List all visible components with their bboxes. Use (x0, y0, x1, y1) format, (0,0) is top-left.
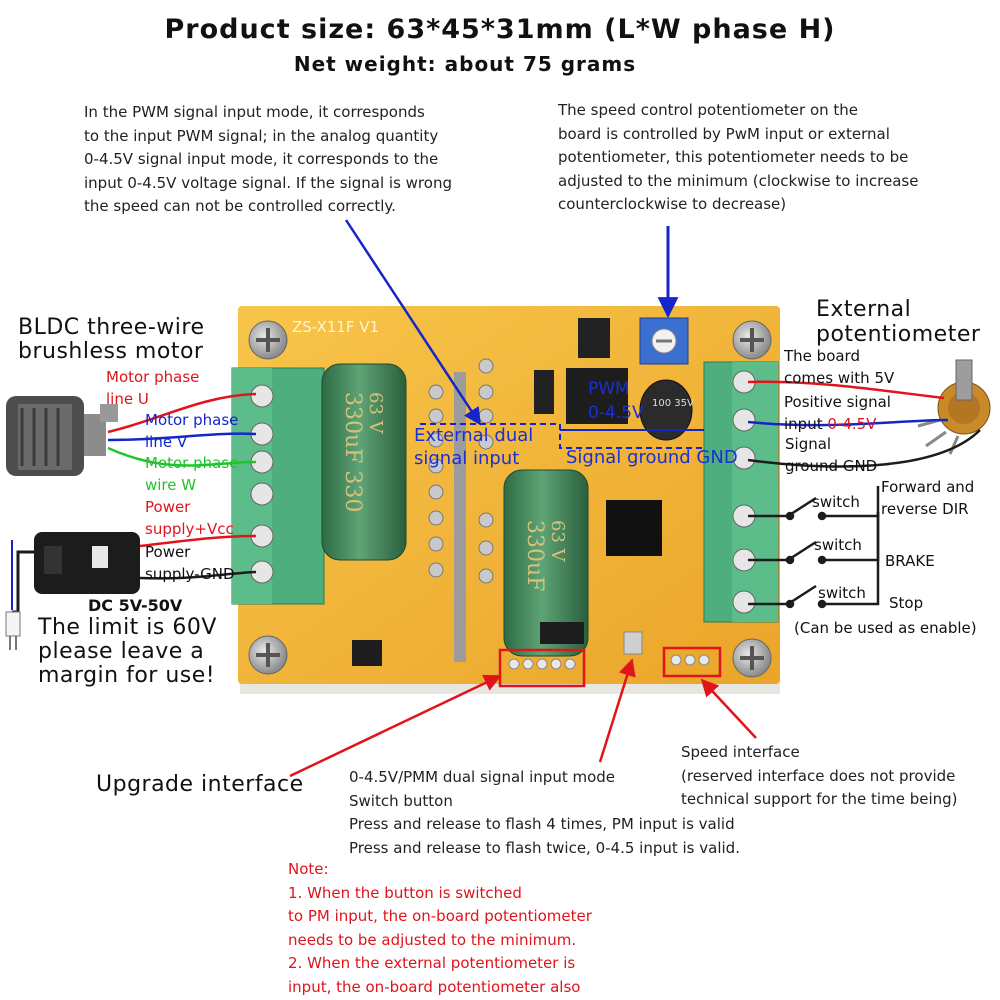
pin-header (428, 358, 494, 584)
left-terminal-block (231, 367, 325, 605)
power-vcc-label: Power supply+Vcc (145, 498, 234, 538)
bldc-motor-label: BLDC three-wire brushless motor (18, 315, 205, 364)
screw-icon (248, 320, 772, 678)
external-potentiometer-icon (917, 359, 991, 455)
bldc-motor-icon (6, 396, 118, 476)
mcu-chip (606, 500, 662, 556)
positive-signal-text: Positive signal input (784, 393, 891, 433)
upgrade-interface-box (498, 648, 586, 688)
product-size-title: Product size: 63*45*31mm (L*W phase H) (164, 14, 836, 45)
capacitor-2-voltage: 63 V (547, 520, 568, 563)
board-range-label: 0-4.5V (588, 403, 644, 423)
board-5v-label: The board comes with 5V (784, 347, 895, 387)
mode-switch-arrow (598, 658, 636, 763)
mode-switch-note: 0-4.5V/PMM dual signal input mode Switch… (349, 768, 740, 857)
capacitor-2-label: 330uF (522, 520, 547, 591)
potentiometer-note: The speed control potentiometer on the b… (558, 101, 919, 213)
switch-icon (748, 486, 880, 609)
brake-label: BRAKE (885, 552, 935, 570)
upgrade-header (508, 658, 576, 670)
pwm-note-arrow (344, 219, 482, 426)
motor-phase-u-label: Motor phase line U (106, 368, 200, 408)
speed-interface-note: Speed interface (reserved interface does… (681, 743, 958, 808)
stop-label: Stop (889, 594, 924, 612)
positive-signal-label: Positive signal input 0-4.5V (784, 391, 891, 435)
upgrade-interface-label: Upgrade interface (96, 772, 304, 797)
resistor-array (540, 622, 584, 644)
dc-range-label: DC 5V-50V (88, 596, 183, 615)
capacitor-1: 330uF 330 63 V (321, 363, 407, 561)
switch-1-label: switch (812, 493, 860, 511)
forward-reverse-label: Forward and reverse DIR (881, 478, 975, 518)
inductor-small (352, 640, 382, 666)
right-terminal-block (703, 361, 779, 623)
capacitor-1-label: 330uF 330 (340, 392, 365, 512)
positive-signal-range: 0-4.5V (827, 415, 877, 433)
net-weight-subtitle: Net weight: about 75 grams (293, 52, 637, 76)
speed-header (670, 654, 710, 666)
capacitor-1-voltage: 63 V (365, 392, 386, 435)
speed-arrow (700, 678, 757, 739)
shunt-bar (454, 372, 466, 662)
pwm-signal-note: In the PWM signal input mode, it corresp… (84, 103, 452, 215)
small-capacitor (639, 379, 693, 441)
enable-note: (Can be used as enable) (794, 619, 977, 637)
regulator (578, 318, 610, 358)
external-dual-signal-label: External dual signal input (414, 425, 534, 469)
power-gnd-label: Power supply-GND (145, 543, 235, 583)
capacitor-2: 330uF 63 V (503, 469, 589, 657)
signal-ground-label: Signal ground GND (785, 435, 878, 475)
small-capacitor-label: 100 35V (652, 398, 694, 409)
motor-phase-v-label: Motor phase line V (145, 411, 239, 451)
voltage-limit-note: The limit is 60V please leave a margin f… (38, 615, 217, 688)
switch-3-label: switch (818, 584, 866, 602)
note-text: Note: 1. When the button is switched to … (288, 860, 592, 996)
upgrade-arrow (289, 674, 502, 778)
board-model: ZS-X11F V1 (292, 318, 379, 336)
inductor (566, 368, 628, 424)
external-potentiometer-label: External potentiometer (816, 297, 981, 347)
switch-2-label: switch (814, 536, 862, 554)
motor-phase-w-label: Motor phase wire W (145, 454, 239, 494)
board-pwm-label: PWM (588, 379, 630, 399)
power-adapter-icon (5, 532, 140, 650)
mode-switch-button-icon (623, 631, 643, 655)
diode (534, 370, 554, 414)
speed-interface-box (662, 646, 722, 678)
signal-ground-gnd-label: Signal ground GND (566, 447, 738, 468)
